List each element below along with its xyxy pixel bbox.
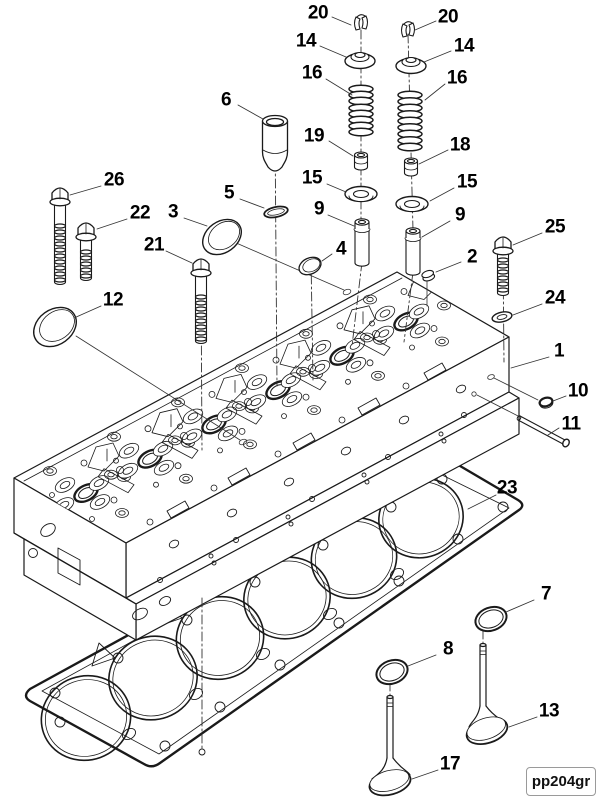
o-ring	[263, 205, 289, 219]
callout-21: 21	[143, 234, 165, 256]
cup-plug-12	[33, 306, 77, 348]
valve-seat-insert-7	[474, 605, 508, 633]
valve-13	[465, 642, 509, 746]
callout-15b: 15	[456, 171, 478, 193]
callout-20a: 20	[307, 2, 329, 24]
valve-guide-right	[404, 227, 422, 276]
valve-seat-insert-8	[375, 658, 409, 686]
valve-spring-seat-left	[344, 185, 378, 203]
callout-24: 24	[544, 287, 566, 309]
callout-17: 17	[439, 753, 461, 775]
valve-keeper-right	[400, 21, 416, 38]
install-lines	[75, 241, 539, 446]
valve-17	[368, 694, 412, 797]
callout-4: 4	[335, 238, 347, 260]
callout-14b: 14	[453, 35, 475, 57]
injector-sleeve	[261, 114, 289, 172]
bolt-26	[49, 187, 71, 286]
callout-3: 3	[167, 201, 179, 223]
callout-13: 13	[538, 700, 560, 722]
bolt-21	[190, 258, 212, 345]
callout-9a: 9	[313, 198, 325, 220]
valve-spring-seat-right	[395, 195, 429, 213]
bolt-22	[75, 222, 97, 282]
valve-guide-left	[353, 218, 371, 267]
bolt-25	[492, 236, 514, 297]
dowel-pin-11	[516, 415, 570, 448]
cup-plug-3	[202, 218, 242, 256]
cylinder-head	[13, 271, 520, 641]
callout-6: 6	[220, 89, 232, 111]
callout-2: 2	[466, 246, 478, 268]
callout-16b: 16	[446, 67, 468, 89]
callout-5: 5	[223, 182, 235, 204]
callout-18: 18	[449, 134, 471, 156]
callout-26: 26	[103, 169, 125, 191]
valve-stem-seal-18	[403, 157, 419, 177]
callout-7: 7	[540, 583, 552, 605]
callout-25: 25	[544, 216, 566, 238]
callout-12: 12	[102, 289, 124, 311]
valve-keeper-left	[353, 14, 369, 31]
valve-spring-right	[397, 90, 423, 152]
callout-8: 8	[442, 638, 454, 660]
washer-24	[491, 311, 513, 323]
valve-stem-seal-19	[353, 151, 369, 171]
callout-11: 11	[561, 413, 581, 435]
cup-plug-4	[298, 256, 322, 276]
callout-20b: 20	[437, 6, 459, 28]
valve-spring-retainer-right	[395, 56, 427, 75]
callout-14a: 14	[295, 30, 317, 52]
drawing-code-text: pp204gr	[531, 773, 591, 790]
valve-spring-left	[348, 84, 374, 137]
plug-10	[538, 396, 554, 409]
plug-2	[421, 269, 436, 282]
callout-15a: 15	[301, 167, 323, 189]
callout-10: 10	[567, 380, 589, 402]
leader-lines	[69, 16, 567, 780]
callout-16a: 16	[301, 62, 323, 84]
drawing-code-badge: pp204gr	[526, 767, 596, 796]
callout-23: 23	[496, 477, 518, 499]
callout-22: 22	[129, 202, 151, 224]
callout-1: 1	[553, 340, 565, 362]
callout-9b: 9	[454, 204, 466, 226]
valve-spring-retainer-left	[344, 51, 376, 70]
callout-19: 19	[303, 125, 325, 147]
